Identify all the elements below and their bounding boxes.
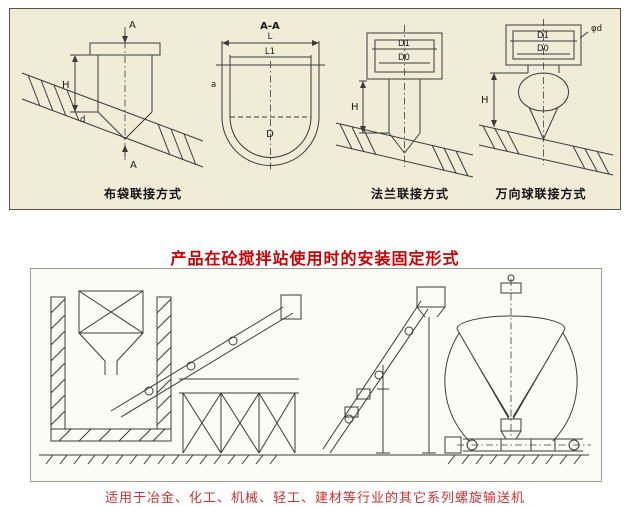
inclined-screw-conveyor-long (110, 294, 302, 418)
drawing-bag-connection: A A H d (21, 20, 204, 171)
footer-note: 适用于冶金、化工、机械、轻工、建材等行业的其它系列螺旋输送机 (104, 491, 525, 506)
dim-label-h: H (62, 80, 70, 91)
feed-hopper (78, 290, 144, 375)
dim-label-h: H (481, 95, 489, 106)
installation-scene (39, 274, 591, 465)
inclined-chute (478, 124, 614, 176)
caption-flange-connection: 法兰联接方式 (370, 187, 449, 201)
dim-label-d1: D1 (398, 39, 410, 49)
dim-label-l: L (268, 32, 273, 42)
drawing-flange-connection: D1 D0 H (335, 25, 474, 178)
vertical-pipe (388, 79, 421, 154)
cement-silo (444, 274, 578, 442)
drawing-ball-connection: D1 D0 φd H (478, 19, 614, 176)
inclined-chute (335, 122, 474, 178)
section-label: A-A (260, 21, 280, 32)
receiving-pit (50, 296, 172, 442)
dim-label-small-a: a (211, 80, 216, 90)
horizontal-screw-conveyor (444, 436, 591, 454)
dimension-lines (221, 40, 320, 65)
dim-label-d: d (80, 115, 85, 125)
dim-label-d0: D0 (398, 53, 410, 63)
ground (39, 454, 589, 465)
support-truss (179, 378, 299, 454)
dim-label-a-bottom: A (130, 160, 137, 171)
dimension-lines (359, 80, 389, 134)
connection-methods-panel: A A H d A-A L L1 D a (9, 8, 621, 210)
page-title: 产品在砼搅拌站使用时的安装固定形式 (170, 249, 460, 268)
dim-label-d0: D0 (537, 44, 549, 54)
dim-label-big-d: D (266, 129, 274, 140)
dim-label-a-top: A (129, 20, 136, 31)
dimension-lines (490, 72, 528, 127)
caption-bag-connection: 布袋联接方式 (103, 187, 182, 201)
dim-label-h: H (351, 102, 359, 113)
dimension-lines (70, 31, 128, 157)
drawing-section-aa: A-A L L1 D a (211, 21, 325, 172)
inclined-screw-conveyor-steep (322, 286, 446, 454)
dim-label-l1: L1 (265, 47, 275, 57)
inclined-chute (21, 72, 204, 168)
dim-label-d1: D1 (537, 31, 549, 41)
leader-line (579, 31, 589, 39)
dim-label-phi-d: φd (591, 24, 602, 34)
caption-ball-connection: 万向球联接方式 (495, 187, 587, 201)
installation-diagram-panel (30, 268, 602, 482)
